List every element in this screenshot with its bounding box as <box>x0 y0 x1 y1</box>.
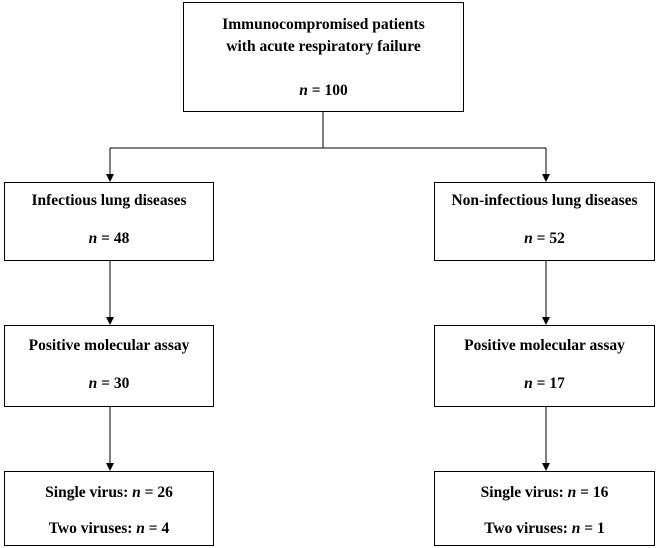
single-virus-label: Single virus: <box>480 484 564 501</box>
left-assay-title: Positive molecular assay <box>28 337 190 354</box>
single-virus-label: Single virus: <box>45 484 129 501</box>
two-viruses-value: = 4 <box>148 520 170 537</box>
two-viruses-label: Two viruses: <box>48 520 133 537</box>
root-line2: with acute respiratory failure <box>226 38 421 55</box>
n-symbol: n <box>136 520 145 537</box>
right-assay-count-value: = 17 <box>536 375 565 392</box>
n-symbol: n <box>88 375 98 392</box>
n-symbol: n <box>567 484 577 501</box>
right-assay-title: Positive molecular assay <box>464 337 625 354</box>
n-symbol: n <box>524 230 533 247</box>
root-box: Immunocompromised patients with acute re… <box>183 2 464 112</box>
right-single-virus: Single virus: n = 16 <box>435 483 654 503</box>
left-assay-count-value: = 30 <box>101 375 130 392</box>
non-infectious-count-value: = 52 <box>536 230 565 247</box>
infectious-count: n = 48 <box>5 229 213 249</box>
n-symbol: n <box>88 230 98 247</box>
right-two-viruses: Two viruses: n = 1 <box>435 519 654 539</box>
root-count-value: = 100 <box>311 82 348 99</box>
non-infectious-title: Non-infectious lung diseases <box>451 192 638 209</box>
root-count: n = 100 <box>184 81 463 101</box>
non-infectious-box: Non-infectious lung diseases n = 52 <box>434 182 655 261</box>
left-assay-count: n = 30 <box>5 374 213 394</box>
left-assay-box: Positive molecular assay n = 30 <box>4 325 214 407</box>
n-symbol: n <box>524 375 533 392</box>
single-virus-value: = 26 <box>144 484 173 501</box>
infectious-count-value: = 48 <box>101 230 130 247</box>
infectious-box: Infectious lung diseases n = 48 <box>4 182 214 261</box>
single-virus-value: = 16 <box>580 484 609 501</box>
n-symbol: n <box>132 484 141 501</box>
right-assay-box: Positive molecular assay n = 17 <box>434 325 655 407</box>
root-line1: Immunocompromised patients <box>222 16 425 33</box>
two-viruses-label: Two viruses: <box>484 520 568 537</box>
infectious-title: Infectious lung diseases <box>31 192 187 209</box>
n-symbol: n <box>299 82 308 99</box>
n-symbol: n <box>571 520 581 537</box>
two-viruses-value: = 1 <box>584 520 605 537</box>
left-two-viruses: Two viruses: n = 4 <box>5 519 213 539</box>
left-single-virus: Single virus: n = 26 <box>5 483 213 503</box>
right-assay-count: n = 17 <box>435 374 654 394</box>
non-infectious-count: n = 52 <box>435 229 654 249</box>
right-viruses-box: Single virus: n = 16 Two viruses: n = 1 <box>434 471 655 546</box>
left-viruses-box: Single virus: n = 26 Two viruses: n = 4 <box>4 471 214 546</box>
